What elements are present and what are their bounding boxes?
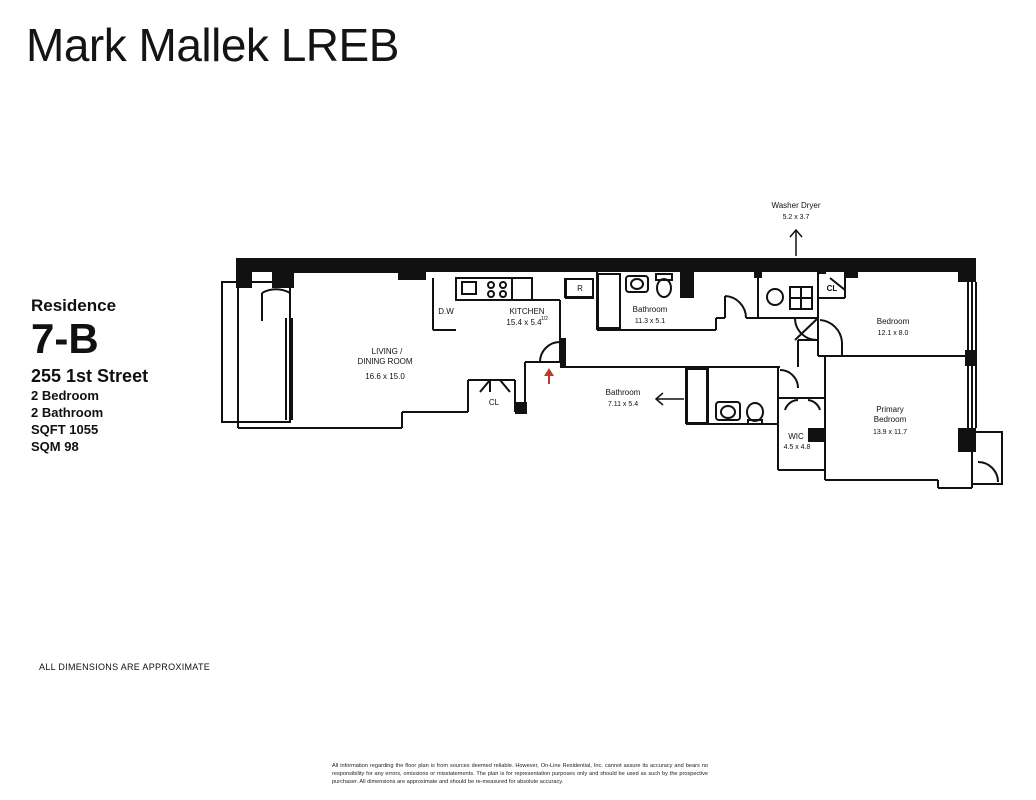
bedroom-name: Bedroom <box>877 317 910 326</box>
bedroom-dim: 12.1 x 8.0 <box>878 330 909 337</box>
address: 255 1st Street <box>31 366 149 387</box>
bathroom-2-dim: 7.11 x 5.4 <box>608 401 638 408</box>
bathroom-2-name: Bathroom <box>606 388 641 397</box>
living-room-name-2: DINING ROOM <box>357 357 412 366</box>
kitchen-dim: 15.4 x 5.4 <box>506 318 542 327</box>
living-room-dim: 16.6 x 15.0 <box>365 372 405 381</box>
unit-number: 7-B <box>31 315 99 363</box>
primary-bedroom-dim: 13.9 x 11.7 <box>873 429 907 436</box>
bedroom-closet-label: CL <box>827 284 838 293</box>
north-wall <box>236 258 976 272</box>
listing-info: Residence 7-B 255 1st Street 2 Bedroom 2… <box>31 296 148 455</box>
bedroom-count: 2 Bedroom <box>31 388 99 404</box>
bathroom-count: 2 Bathroom <box>31 405 104 421</box>
residence-label: Residence <box>31 296 117 315</box>
brand-title: Mark Mallek LREB <box>26 19 399 71</box>
disclaimer: All information regarding the floor plan… <box>332 763 708 786</box>
wic-dim: 4.5 x 4.8 <box>784 444 811 451</box>
dimensions-note: ALL DIMENSIONS ARE APPROXIMATE <box>39 662 211 672</box>
living-room-name-1: LIVING / <box>372 347 403 356</box>
square-feet: SQFT 1055 <box>31 422 99 438</box>
square-meters: SQM 98 <box>31 439 79 455</box>
entry-arrow-icon <box>544 368 554 384</box>
balcony-wall <box>221 281 291 423</box>
kitchen-dim-fraction: 1/2 <box>541 316 548 322</box>
fridge-label: R <box>577 284 583 293</box>
washer-dryer-name: Washer Dryer <box>771 201 820 210</box>
living-closet-label: CL <box>489 398 500 407</box>
bathroom-1-dim: 11.3 x 5.1 <box>635 318 665 325</box>
washer-dryer-dim: 5.2 x 3.7 <box>783 214 810 221</box>
dishwasher-label: D.W <box>438 307 454 316</box>
primary-bedroom-name-2: Bedroom <box>874 415 907 424</box>
kitchen-name: KITCHEN <box>509 307 544 316</box>
wic-name: WIC <box>788 432 804 441</box>
primary-bedroom-name-1: Primary <box>876 405 904 414</box>
bathroom-1-name: Bathroom <box>633 305 668 314</box>
